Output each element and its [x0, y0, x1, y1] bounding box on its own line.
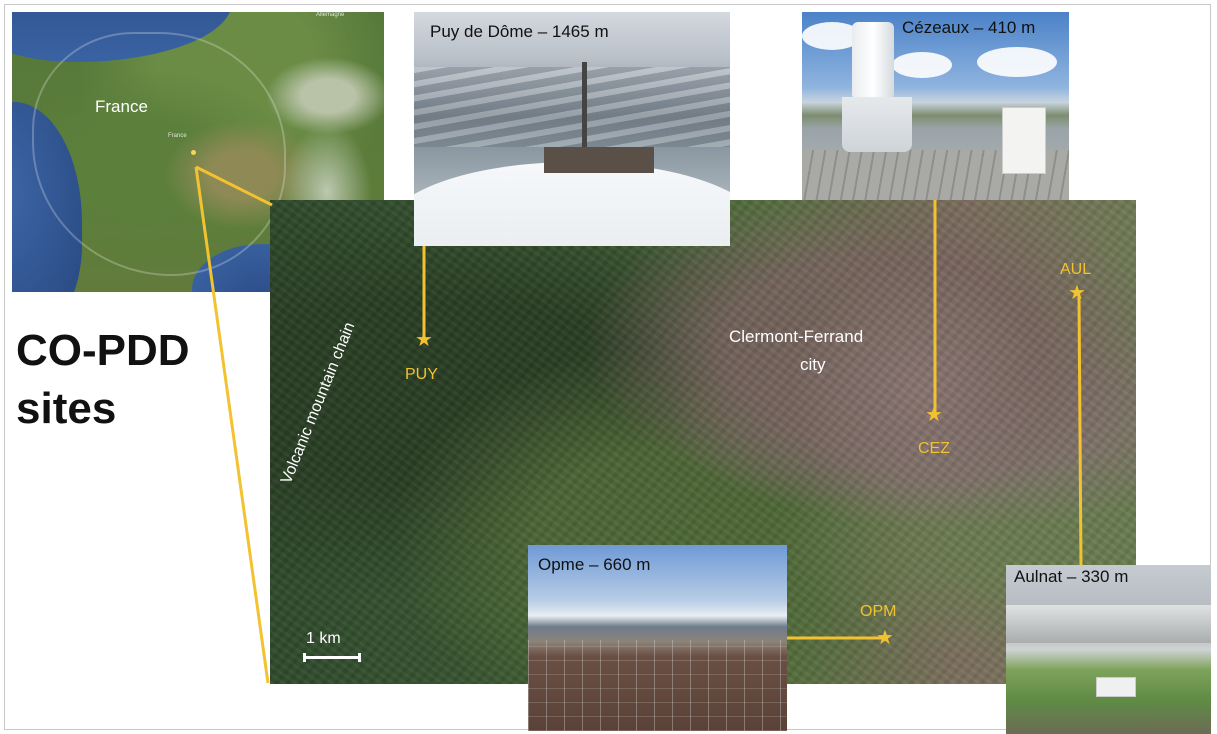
title-line-2: sites — [16, 384, 117, 433]
puy-photo-caption: Puy de Dôme – 1465 m — [430, 22, 609, 41]
aulnat-photo: Aulnat – 330 m — [1006, 565, 1211, 734]
star-icon: ★ — [876, 627, 894, 649]
france-label: France — [95, 97, 148, 116]
photo-tent — [1096, 677, 1136, 697]
urban-area — [790, 260, 1050, 520]
opme-photo: Opme – 660 m — [528, 545, 787, 731]
scale-bar-label: 1 km — [306, 630, 341, 647]
neighbor-country-label: Allemagne — [316, 12, 345, 18]
photo-antenna-mast — [582, 62, 587, 157]
photo-landscape — [414, 67, 730, 147]
site-location-dot — [191, 150, 196, 155]
photo-cloud — [977, 47, 1057, 77]
cez-photo-caption: Cézeaux – 410 m — [902, 18, 1036, 37]
photo-instrument-box — [1002, 107, 1046, 174]
photo-field — [528, 640, 787, 731]
photo-tank — [1006, 605, 1211, 643]
photo-instrument-stand — [842, 97, 912, 152]
photo-snow-summit — [414, 162, 730, 246]
city-label-line1: Clermont-Ferrand — [729, 327, 864, 346]
country-outline — [32, 32, 286, 276]
france-small-label: France — [168, 133, 187, 139]
figure-title: CO-PDD sites — [16, 322, 190, 438]
site-label-aul: AUL — [1060, 261, 1092, 278]
star-icon: ★ — [415, 329, 433, 351]
title-line-1: CO-PDD — [16, 326, 190, 375]
photo-observatory-building — [544, 147, 654, 173]
puy-de-dome-photo: Puy de Dôme – 1465 m — [414, 12, 730, 246]
star-icon: ★ — [1068, 282, 1086, 304]
photo-radome — [852, 22, 894, 97]
photo-cloud — [892, 52, 952, 78]
satellite-map — [270, 200, 1136, 684]
city-label-line2: city — [800, 355, 826, 374]
site-label-cez: CEZ — [918, 440, 950, 457]
star-icon: ★ — [925, 404, 943, 426]
site-label-puy: PUY — [405, 366, 438, 383]
opm-photo-caption: Opme – 660 m — [538, 555, 651, 574]
site-label-opm: OPM — [860, 603, 897, 620]
cezeaux-photo: Cézeaux – 410 m — [802, 12, 1069, 200]
aul-photo-caption: Aulnat – 330 m — [1014, 567, 1129, 586]
scale-bar — [303, 653, 361, 662]
